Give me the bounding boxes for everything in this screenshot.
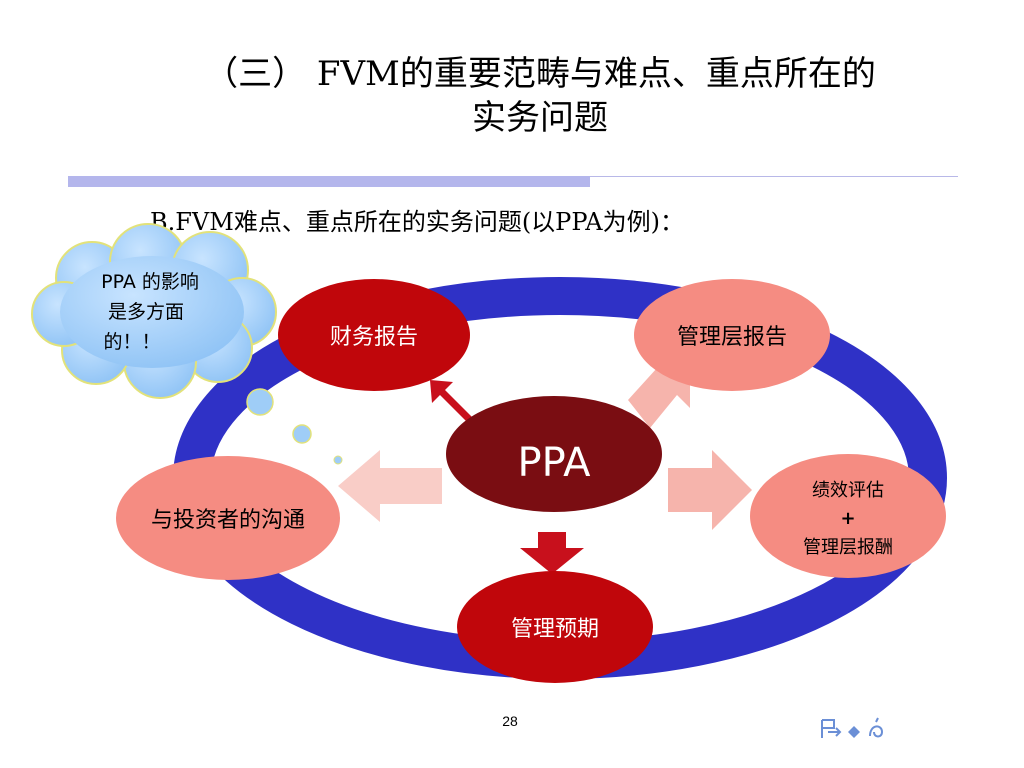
ppa-center-label: PPA xyxy=(517,440,591,486)
performance-node xyxy=(750,454,946,578)
financial-report-node xyxy=(278,279,470,391)
slide-title-line1: （三） FVM的重要范畴与难点、重点所在的 xyxy=(204,54,876,94)
performance-label-line2: + xyxy=(840,508,855,529)
thought-cloud: PPA 的影响 是多方面 的！！ xyxy=(31,223,343,465)
arrow-to-performance xyxy=(668,450,752,530)
slide-subtitle: B.FVM难点、重点所在的实务问题(以PPA为例)： xyxy=(150,208,684,236)
performance-label-line3: 管理层报酬 xyxy=(803,537,893,558)
management-expectation-node xyxy=(457,571,653,683)
callout-line1: PPA 的影响 xyxy=(101,271,199,293)
callout-line2: 是多方面 xyxy=(108,301,184,323)
thought-bubble-small xyxy=(333,455,343,465)
page-number: 28 xyxy=(502,713,518,729)
arrow-to-financial-report xyxy=(430,380,475,425)
arrow-to-investor-communication xyxy=(338,450,442,522)
home-icon[interactable] xyxy=(848,726,860,738)
title-divider-bar xyxy=(68,176,590,187)
slide-title-line2: 实务问题 xyxy=(472,98,608,138)
next-icon[interactable] xyxy=(869,717,884,738)
thought-bubble-medium xyxy=(292,424,312,444)
slide-nav[interactable] xyxy=(818,716,888,742)
ppa-center-node xyxy=(446,396,662,512)
callout-line3: 的！！ xyxy=(103,331,160,353)
management-report-node xyxy=(634,279,830,391)
financial-report-label: 财务报告 xyxy=(330,325,418,350)
slide-title: （三） FVM的重要范畴与难点、重点所在的 实务问题 xyxy=(140,52,940,140)
investor-communication-node xyxy=(116,456,340,580)
management-report-label: 管理层报告 xyxy=(677,325,787,350)
previous-icon[interactable] xyxy=(821,719,842,738)
management-expectation-label: 管理预期 xyxy=(511,617,599,642)
thought-bubble-large xyxy=(246,388,274,416)
investor-communication-label: 与投资者的沟通 xyxy=(151,508,305,533)
performance-label-line1: 绩效评估 xyxy=(812,480,884,501)
arrow-to-management-expectation xyxy=(520,532,584,574)
